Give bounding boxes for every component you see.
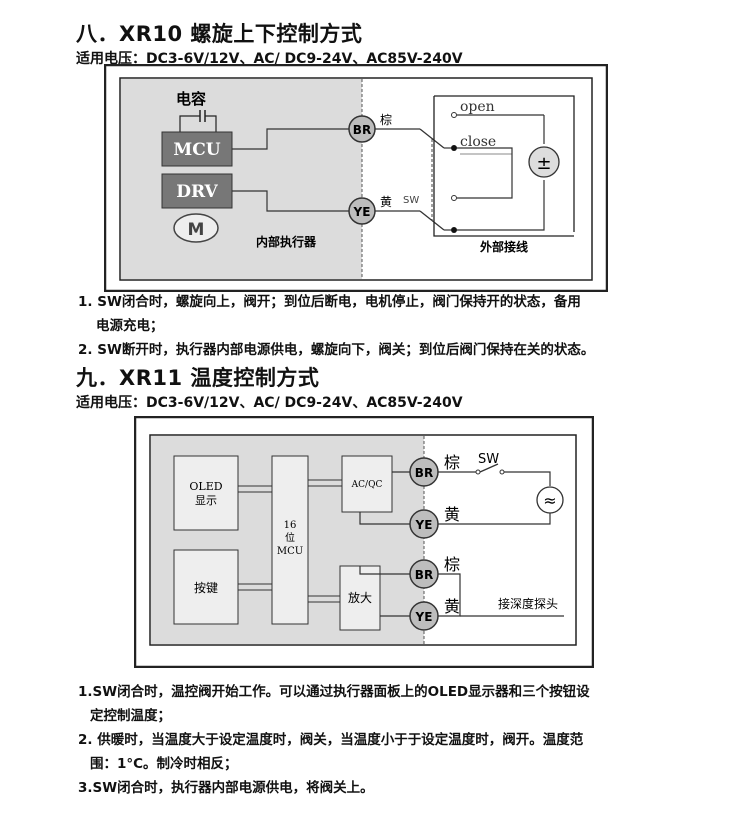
contact-open-1 [451, 112, 457, 118]
brown-label-2: 棕 [444, 555, 460, 574]
wire-sw-source [504, 471, 551, 486]
oled-block [173, 455, 239, 531]
wire-source-bottom [457, 180, 545, 231]
section9-voltage: 适用电压：DC3-6V/12V、AC/ DC9-24V、AC85V-240V [76, 395, 463, 411]
power-source-symbol: ± [536, 153, 551, 174]
drv-label: DRV [176, 182, 218, 202]
external-frame-side [433, 96, 574, 237]
acqc-label: AC/QC [351, 480, 383, 490]
internal-area [121, 79, 362, 279]
ye1-label: YE [415, 518, 433, 532]
oled-label-2: 显示 [195, 494, 217, 507]
internal-label: 内部执行器 [256, 234, 317, 249]
mcu-label-3: MCU [277, 546, 303, 557]
open-label: open [460, 99, 495, 115]
switch-blade-1 [419, 128, 445, 149]
contact-open-2 [451, 195, 457, 201]
xr11-wiring-diagram: OLED 显示 按键 16 位 MCU AC/QC 放大 BR YE BR YE… [134, 416, 594, 668]
wire-probe-loop [438, 573, 461, 617]
section8-voltage: 适用电压：DC3-6V/12V、AC/ DC9-24V、AC85V-240V [76, 51, 463, 67]
motor-icon [173, 213, 219, 243]
capacitor-wire-right [205, 115, 217, 132]
sw-label: SW [478, 452, 499, 467]
section8-title: 八．XR10 螺旋上下控制方式 [76, 22, 363, 46]
mcu-label: MCU [173, 140, 220, 160]
section8-notes: 1. SW闭合时，螺旋向上，阀开；到位后断电，电机停止，阀门保持开的状态，备用 … [78, 290, 718, 362]
section9-note-1: 1.SW闭合时，温控阀开始工作。可以通过执行器面板上的OLED显示器和三个按钮设 [78, 684, 590, 700]
sw-label: SW [403, 195, 419, 206]
br2-label: BR [415, 568, 433, 582]
section9-notes: 1.SW闭合时，温控阀开始工作。可以通过执行器面板上的OLED显示器和三个按钮设… [78, 680, 718, 800]
contact-close-1 [451, 145, 457, 151]
wire-amp-br2 [359, 566, 411, 575]
sw-contact-2 [499, 469, 505, 475]
yellow-wire-label: 黄 [380, 195, 392, 209]
section9-note-2: 2. 供暖时，当温度大于设定温度时，阀关，当温度小于于设定温度时，阀开。温度范 [78, 732, 584, 748]
motor-label: M [188, 220, 205, 240]
wire-source-ye1 [438, 513, 551, 525]
oled-label-1: OLED [189, 480, 222, 493]
section8-note-1-cont: 电源充电； [96, 318, 164, 334]
sw-blade [479, 463, 499, 473]
power-source-icon [528, 146, 560, 178]
mcu-block [271, 455, 309, 625]
keys-label: 按键 [194, 581, 218, 595]
amp-label: 放大 [348, 590, 372, 605]
wire-mcu-br [232, 128, 351, 150]
ye-terminal-label: YE [353, 205, 371, 219]
wire-acqc-ye1 [359, 512, 411, 525]
contact-close-2 [451, 227, 457, 233]
brown-wire-label: 棕 [380, 112, 392, 127]
ye2-label: YE [415, 610, 433, 624]
mcu-label-1: 16 [284, 520, 297, 531]
external-frame-top [434, 95, 575, 232]
section9-note-2-cont: 围：1°C。制冷时相反； [90, 756, 238, 772]
wire-drv-ye [232, 190, 351, 212]
close-label: close [460, 134, 496, 150]
xr10-wiring-diagram: 电容 MCU DRV M 内部执行器 BR YE 棕 黄 SW open clo… [104, 64, 608, 292]
section9-title: 九．XR11 温度控制方式 [76, 366, 320, 390]
keys-block [173, 549, 239, 625]
external-label: 外部接线 [480, 239, 528, 254]
wire-close-open-bridge [457, 147, 513, 199]
br-terminal-label: BR [353, 123, 371, 137]
ac-source-symbol: ≈ [543, 491, 556, 510]
section8-note-2: 2. SW断开时，执行器内部电源供电，螺旋向下，阀关；到位后阀门保持在关的状态。 [78, 342, 595, 358]
mcu-block [161, 131, 233, 167]
br1-label: BR [415, 466, 433, 480]
probe-label: 接深度探头 [498, 596, 558, 611]
capacitor-label: 电容 [176, 90, 206, 108]
brown-label-1: 棕 [444, 453, 460, 472]
section8-note-1: 1. SW闭合时，螺旋向上，阀开；到位后断电，电机停止，阀门保持开的状态，备用 [78, 294, 581, 310]
section9-note-1-cont: 定控制温度； [90, 708, 171, 724]
amp-block [339, 565, 381, 631]
capacitor-wire-left [179, 115, 200, 132]
section9-note-3: 3.SW闭合时，执行器内部电源供电，将阀关上。 [78, 780, 374, 796]
acqc-block [341, 455, 393, 513]
yellow-label-1: 黄 [444, 505, 460, 524]
mcu-label-2: 位 [285, 531, 295, 544]
sw-contact-1 [475, 469, 481, 475]
yellow-label-2: 黄 [444, 597, 460, 616]
